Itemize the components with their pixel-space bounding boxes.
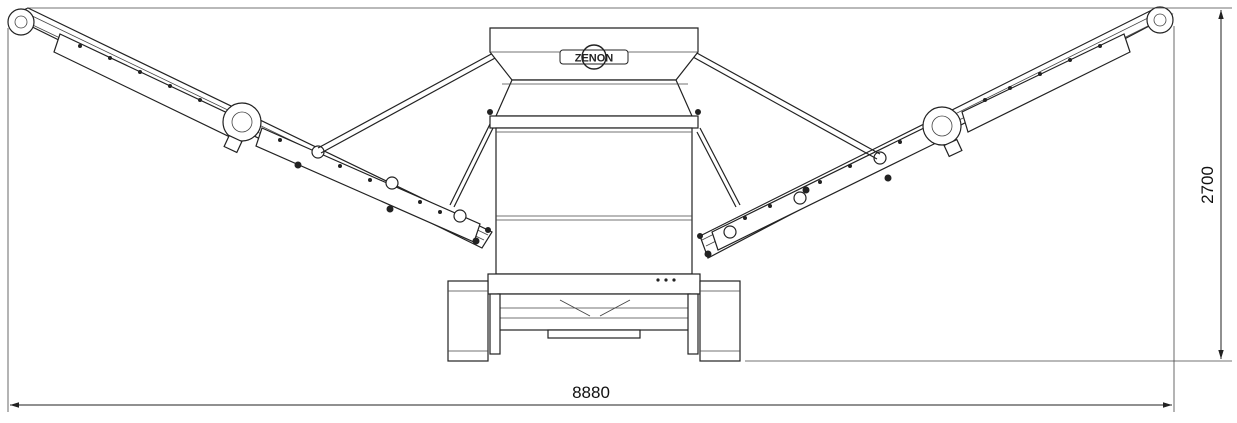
right-support-struts — [692, 51, 881, 208]
right-conveyor-arm — [699, 6, 1174, 259]
logo: ZENON — [559, 44, 629, 70]
left-conveyor-arm — [7, 7, 493, 249]
right-conveyor-head-pulley — [1146, 6, 1174, 34]
height-dimension: 2700 — [27, 7, 1232, 362]
right-track — [699, 280, 741, 362]
central-machine-body — [485, 27, 703, 355]
logo-text: ZENON — [575, 53, 614, 65]
left-conveyor-head-pulley — [7, 8, 35, 36]
width-dimension-label: 8880 — [572, 383, 610, 402]
height-dimension-label: 2700 — [1198, 166, 1217, 204]
right-conveyor-drum — [922, 106, 962, 146]
left-track — [447, 280, 489, 362]
width-dimension: 8880 — [7, 26, 1175, 412]
left-support-struts — [317, 51, 498, 208]
